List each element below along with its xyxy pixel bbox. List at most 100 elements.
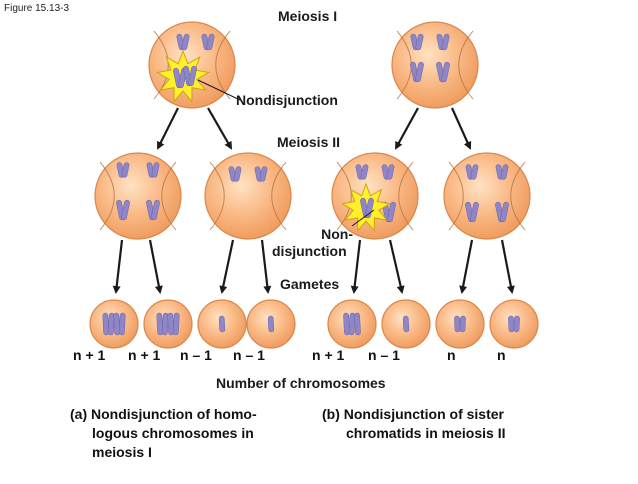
m2-cell3-chrom-bottom-right-chromatid-b-arm [387,201,396,223]
m2-cell1-chrom-b-top-chromatid-b [151,162,160,178]
parent-a-chromosome-top-1-chromatid-b-arm [181,33,190,51]
gamete-5-chromosome-1-arm [343,312,350,336]
gamete-count-2: n + 1 [128,347,161,363]
m2-cell3-chrom-b-top-chromatid-b-arm [386,164,395,180]
label-disjunction-line2: disjunction [272,243,347,259]
gamete-1-chromosome-2 [107,312,115,336]
parent-b-chromosome-top-1 [410,33,424,51]
parent-b-chromosome-top-1-chromatid-b [415,33,424,51]
m2-cell3-chrom-a-top-chromatid-b [360,164,369,180]
m2-cell1-chrom-b-bottom-chromatid-b-arm [151,199,160,221]
gamete-1-chromosome-4 [118,312,126,336]
gamete-2-chromosome-2 [161,312,169,336]
parent-b-chromosome-bottom-2-chromatid-b [441,61,450,83]
figure-label: Figure 15.13-3 [4,3,70,14]
meiosis2-cell-4-spindle-fiber [448,161,464,231]
label-non-line1: Non- [321,226,353,242]
gamete-1-chromosome-1 [102,312,110,336]
parent-b-chromosome-bottom-1-chromatid-b-arm [415,61,424,83]
m2-cell3-stuck-chromatids-chromatid-b-arm [365,197,374,219]
parent-a-chromosome-top-2-chromatid-b-arm [206,33,215,51]
arrow-to-gamete-2 [148,239,163,294]
stage-label-gametes: Gametes [280,276,340,292]
gamete-2-chromosome-4 [172,312,180,336]
m2-cell3-stuck-chromatids-chromatid-b [365,197,374,219]
gamete-5-chromosome-3-arm [354,312,361,336]
gamete-1-chromosome-3 [113,312,121,336]
arrow-to-gamete-1 [112,239,124,294]
m2-cell2-chrom-a-chromatid-b-arm [233,166,242,182]
m2-cell2-chrom-a-chromatid-b [233,166,242,182]
gamete-cell-8 [489,299,539,349]
parent-b-chromosome-top-2-chromatid-b [441,33,450,51]
m2-cell4-chrom-a-top-chromatid-b-arm [470,164,479,180]
meiosis2-cell-2-spindle-fiber [209,161,225,231]
m2-cell4-chrom-a-bottom-chromatid-b [470,201,479,223]
axis-title-number-of-chromosomes: Number of chromosomes [216,375,386,391]
gamete-cell-6 [381,299,431,349]
meiosis2-cell-4-spindle-fiber [510,161,526,231]
parent-a-chromosome-top-1-chromatid-b [181,33,190,51]
caption-a: (a) Nondisjunction of homo- logous chrom… [70,405,257,462]
meiosis2-cell-3-spindle-fiber [336,161,352,231]
gamete-cell-4 [246,299,296,349]
gamete-5-chromosome-1 [343,312,350,336]
label-nondisjunction: Nondisjunction [236,92,338,108]
gamete-count-5: n + 1 [312,347,345,363]
arrow-to-gamete-8 [500,239,515,294]
arrow-to-gamete-7 [459,239,474,294]
label-non-disjunction-sister: Non- [295,226,353,243]
arrow-to-gamete-3 [219,239,235,294]
pointer-lines-layer [197,79,375,227]
parent-a-chromosome-stuck-2-chromatid-b [188,65,197,87]
m2-cell4-chrom-a-bottom-chromatid-b-arm [470,201,479,223]
gamete-2-chromosome-4-arm [172,312,180,336]
m2-cell1-chrom-a-bottom-chromatid-b-arm [121,199,130,221]
stage-label-meiosis-2: Meiosis II [277,134,341,150]
parent-a-chromosome-stuck-2 [183,65,197,87]
meiosis2-cell-1-spindle-fiber [161,161,177,231]
m2-cell1-chrom-b-bottom [146,199,160,221]
parent-b-chromosome-bottom-2 [436,61,450,83]
gamete-cell-2 [143,299,193,349]
gamete-2-chromosome-1-arm [156,312,164,336]
gamete-6-chromosome-1 [402,315,410,333]
gamete-cell-1 [89,299,139,349]
gamete-5-chromosome-2-arm [348,312,356,336]
caption-a-line2: logous chromosomes in [92,425,254,441]
caption-b-line2: chromatids in meiosis II [346,425,506,441]
gamete-7-chromosome-2 [459,315,466,333]
m2-cell1-chrom-b-bottom-chromatid-b [151,199,160,221]
stage-label-meiosis-1-text: Meiosis I [278,8,338,24]
m2-cell4-chrom-b-bottom-chromatid-b-arm [500,201,509,223]
m2-cell3-chrom-b-top [381,164,395,180]
gamete-5-chromosome-3 [354,312,361,336]
meiosis2-cell-1-spindle-fiber [99,161,115,231]
parent-b-chromosome-top-1-chromatid-b-arm [415,33,424,51]
nondisjoined-sister-chromatids [360,197,374,219]
m2-cell4-chrom-b-top-chromatid-b-arm [500,164,509,180]
caption-a-line1: (a) Nondisjunction of homo- [70,406,257,422]
meiosis2-cell-3-spindle [336,161,414,231]
gamete-cell-3 [197,299,247,349]
gamete-8-chromosome-2 [513,315,520,333]
m2-cell4-chrom-a-top-chromatid-b [470,164,479,180]
arrow-parent-b-right [450,107,472,150]
arrow-to-gamete-4 [260,239,272,294]
gamete-7-chromosome-1-arm [454,315,461,333]
m2-cell4-chrom-b-bottom-chromatid-b [500,201,509,223]
parent-cell-a-spindle-fiber [215,30,231,100]
pointer-nondisjunction [197,79,241,101]
arrow-to-gamete-5 [350,239,362,294]
gamete-count-6: n – 1 [368,347,400,363]
gamete-cell-5 [327,299,377,349]
arrow-parent-a-right [207,107,232,150]
m2-cell1-chrom-b-top-chromatid-b-arm [151,162,160,178]
m2-cell4-chrom-b-bottom [495,201,509,223]
m2-cell4-chrom-b-top [495,164,509,180]
gamete-1-chromosome-3-arm [113,312,121,336]
gamete-2-chromosome-3-arm [167,312,175,336]
gamete-7-chromosome-2-arm [459,315,466,333]
gamete-1-chromosome-4-arm [118,312,126,336]
